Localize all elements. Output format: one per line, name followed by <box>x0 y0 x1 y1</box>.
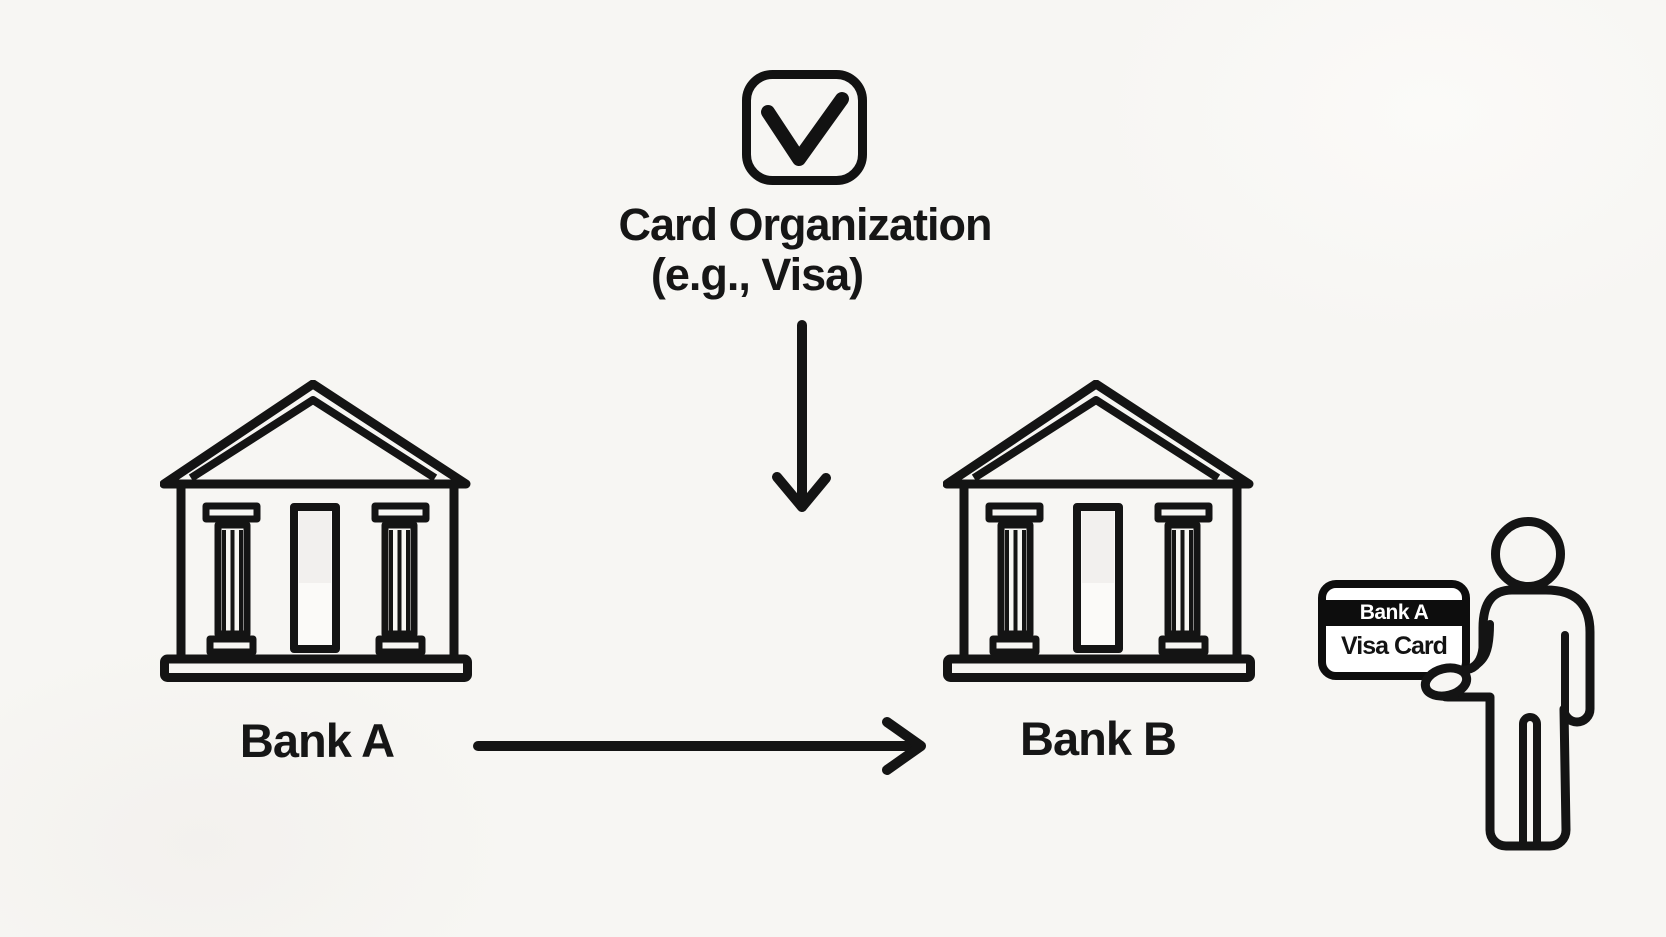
bank-a-label: Bank A <box>239 714 395 767</box>
card-product-label: Visa Card <box>1341 632 1448 660</box>
card-organization-title: Card Organization <box>618 199 992 250</box>
bank-b-building-icon <box>947 384 1251 678</box>
card-band <box>1326 600 1462 626</box>
bank-a-building-icon <box>164 384 468 678</box>
credit-card <box>1318 580 1470 680</box>
bank-b-label: Bank B <box>1020 712 1177 765</box>
person-hand <box>1420 663 1472 701</box>
card-issuer-label: Bank A <box>1359 601 1429 624</box>
person-icon <box>1420 517 1595 851</box>
right-arrow <box>473 717 926 775</box>
checkmark-icon <box>742 70 867 185</box>
card-organization-subtitle: (e.g., Visa) <box>650 249 864 300</box>
down-arrow <box>772 320 831 512</box>
person-head <box>1491 517 1565 591</box>
